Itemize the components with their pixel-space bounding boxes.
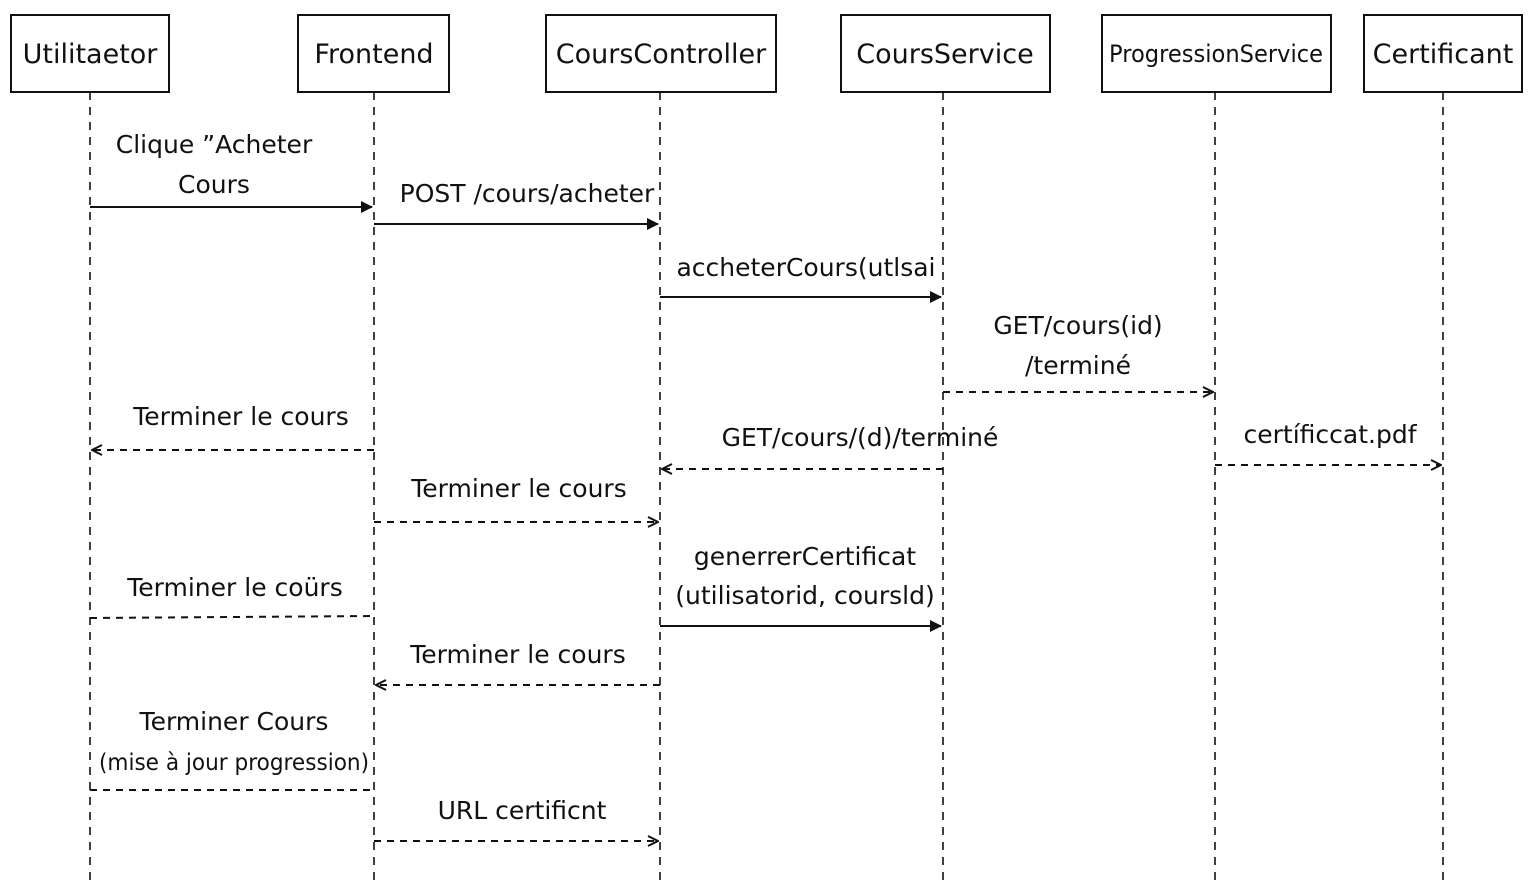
message-m5: Terminer le cours xyxy=(92,402,374,450)
participant-label: Certificant xyxy=(1373,39,1514,70)
message-label: POST /cours/acheter xyxy=(400,179,655,208)
participant-label: Utilitaetor xyxy=(23,39,159,70)
message-label: URL certificnt xyxy=(438,796,607,825)
participant-utilisateur: Utilitaetor xyxy=(10,14,170,93)
message-m1: Clique ”Acheter Cours xyxy=(90,130,373,213)
message-label: Cours xyxy=(178,170,250,199)
message-m4: GET/cours(id) /terminé xyxy=(943,311,1213,392)
message-m11: Terminer le cours xyxy=(376,640,660,685)
message-label: Terminer Cours xyxy=(139,707,329,736)
message-m3: accheterCours(utlsai xyxy=(660,253,942,303)
participant-label: CoursService xyxy=(856,39,1033,70)
message-label: Terminer le cours xyxy=(410,474,626,503)
message-m10: generrerCertificat (utilisatorid, coursl… xyxy=(660,542,942,632)
message-m12: Terminer Cours (mise à jour progression) xyxy=(90,707,374,791)
participant-certificat: Certificant xyxy=(1363,14,1523,93)
participant-controller: CoursController xyxy=(545,14,777,93)
message-m2: POST /cours/acheter xyxy=(374,179,659,230)
message-m8: Terminer le cours xyxy=(374,474,658,522)
participant-label: Frontend xyxy=(314,39,433,70)
message-m6: GET/cours/(d)/terminé xyxy=(662,423,998,469)
message-m7: certíficcat.pdf xyxy=(1215,420,1441,465)
message-label: (utilisatorid, coursld) xyxy=(675,581,934,610)
message-label: GET/cours(id) xyxy=(993,311,1162,340)
lifelines xyxy=(89,92,1444,885)
message-label: Terminer le cours xyxy=(409,640,625,669)
participant-label: ProgressionService xyxy=(1109,40,1323,68)
participant-label: CoursController xyxy=(556,39,767,70)
participant-frontend: Frontend xyxy=(297,14,450,93)
message-label: certíficcat.pdf xyxy=(1244,420,1418,449)
message-m13: URL certificnt xyxy=(374,796,658,841)
message-label: GET/cours/(d)/terminé xyxy=(722,423,999,452)
message-label: Terminer le cours xyxy=(132,402,348,431)
message-label: (mise à jour progression) xyxy=(99,750,369,776)
message-label: Terminer le coürs xyxy=(126,573,342,602)
message-label: /terminé xyxy=(1025,351,1131,380)
participant-service: CoursService xyxy=(840,14,1051,93)
message-label: Clique ”Acheter xyxy=(116,130,313,159)
participant-progression: ProgressionService xyxy=(1101,14,1332,93)
message-m9: Terminer le coürs xyxy=(89,573,375,619)
message-label: generrerCertificat xyxy=(694,542,916,571)
message-label: accheterCours(utlsai xyxy=(676,253,935,282)
